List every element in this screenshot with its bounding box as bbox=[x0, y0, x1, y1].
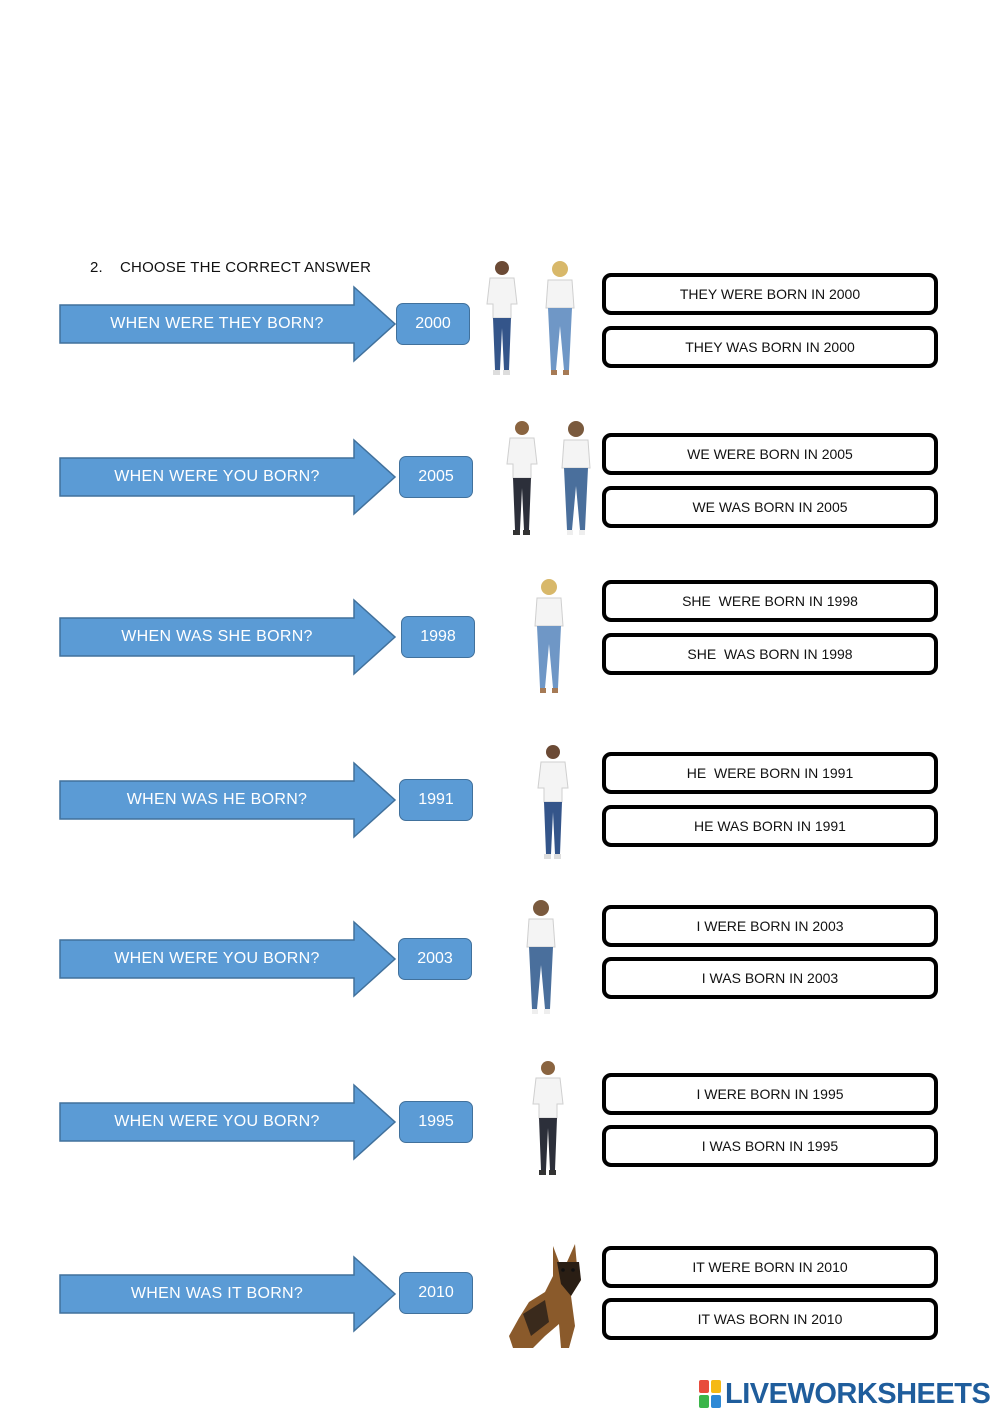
man-figure bbox=[486, 261, 518, 375]
man-picture bbox=[520, 1056, 576, 1183]
question-text: WHEN WERE THEY BORN? bbox=[110, 315, 324, 332]
question-arrow: WHEN WERE YOU BORN? bbox=[58, 1083, 398, 1161]
woman-figure bbox=[545, 261, 575, 375]
year-box: 2005 bbox=[399, 456, 473, 498]
question-text: WHEN WERE YOU BORN? bbox=[114, 1113, 320, 1130]
question-arrow: WHEN WAS IT BORN? bbox=[58, 1255, 398, 1333]
answer-option[interactable]: THEY WERE BORN IN 2000 bbox=[602, 273, 938, 315]
question-arrow: WHEN WERE YOU BORN? bbox=[58, 438, 398, 516]
answer-option[interactable]: WE WAS BORN IN 2005 bbox=[602, 486, 938, 528]
question-arrow: WHEN WAS HE BORN? bbox=[58, 761, 398, 839]
dog-picture bbox=[505, 1240, 591, 1357]
year-box: 2003 bbox=[398, 938, 472, 980]
year-box: 1998 bbox=[401, 616, 475, 658]
answer-option[interactable]: THEY WAS BORN IN 2000 bbox=[602, 326, 938, 368]
man-figure bbox=[506, 421, 538, 535]
year-box: 2010 bbox=[399, 1272, 473, 1314]
answer-option[interactable]: I WAS BORN IN 1995 bbox=[602, 1125, 938, 1167]
question-text: WHEN WERE YOU BORN? bbox=[114, 950, 320, 967]
woman-picture bbox=[522, 574, 578, 701]
year-box: 1991 bbox=[399, 779, 473, 821]
question-text: WHEN WAS IT BORN? bbox=[130, 1285, 304, 1302]
answer-option[interactable]: I WERE BORN IN 1995 bbox=[602, 1073, 938, 1115]
man-and-woman-picture bbox=[498, 416, 608, 543]
question-arrow: WHEN WAS SHE BORN? bbox=[58, 598, 398, 676]
answer-option[interactable]: HE WAS BORN IN 1991 bbox=[602, 805, 938, 847]
year-box: 1995 bbox=[399, 1101, 473, 1143]
answer-option[interactable]: IT WERE BORN IN 2010 bbox=[602, 1246, 938, 1288]
question-arrow: WHEN WERE YOU BORN? bbox=[58, 920, 398, 998]
woman-picture bbox=[514, 895, 570, 1022]
year-box: 2000 bbox=[396, 303, 470, 345]
answer-option[interactable]: SHE WERE BORN IN 1998 bbox=[602, 580, 938, 622]
exercise-heading: 2. CHOOSE THE CORRECT ANSWER bbox=[90, 259, 371, 276]
exercise-number: 2. bbox=[90, 259, 103, 276]
question-arrow: WHEN WERE THEY BORN? bbox=[58, 285, 398, 363]
exercise-instruction: CHOOSE THE CORRECT ANSWER bbox=[120, 259, 372, 276]
man-and-woman-picture bbox=[478, 256, 588, 383]
woman-figure bbox=[561, 421, 591, 535]
answer-option[interactable]: WE WERE BORN IN 2005 bbox=[602, 433, 938, 475]
question-text: WHEN WERE YOU BORN? bbox=[114, 468, 320, 485]
man-picture bbox=[525, 740, 581, 867]
question-text: WHEN WAS SHE BORN? bbox=[121, 628, 313, 645]
logo-text: LIVEWORKSHEETS bbox=[725, 1377, 991, 1410]
answer-option[interactable]: SHE WAS BORN IN 1998 bbox=[602, 633, 938, 675]
logo-icon bbox=[698, 1379, 722, 1409]
answer-option[interactable]: IT WAS BORN IN 2010 bbox=[602, 1298, 938, 1340]
liveworksheets-logo: LIVEWORKSHEETS bbox=[698, 1376, 991, 1412]
question-text: WHEN WAS HE BORN? bbox=[126, 791, 308, 808]
answer-option[interactable]: I WERE BORN IN 2003 bbox=[602, 905, 938, 947]
answer-option[interactable]: HE WERE BORN IN 1991 bbox=[602, 752, 938, 794]
answer-option[interactable]: I WAS BORN IN 2003 bbox=[602, 957, 938, 999]
